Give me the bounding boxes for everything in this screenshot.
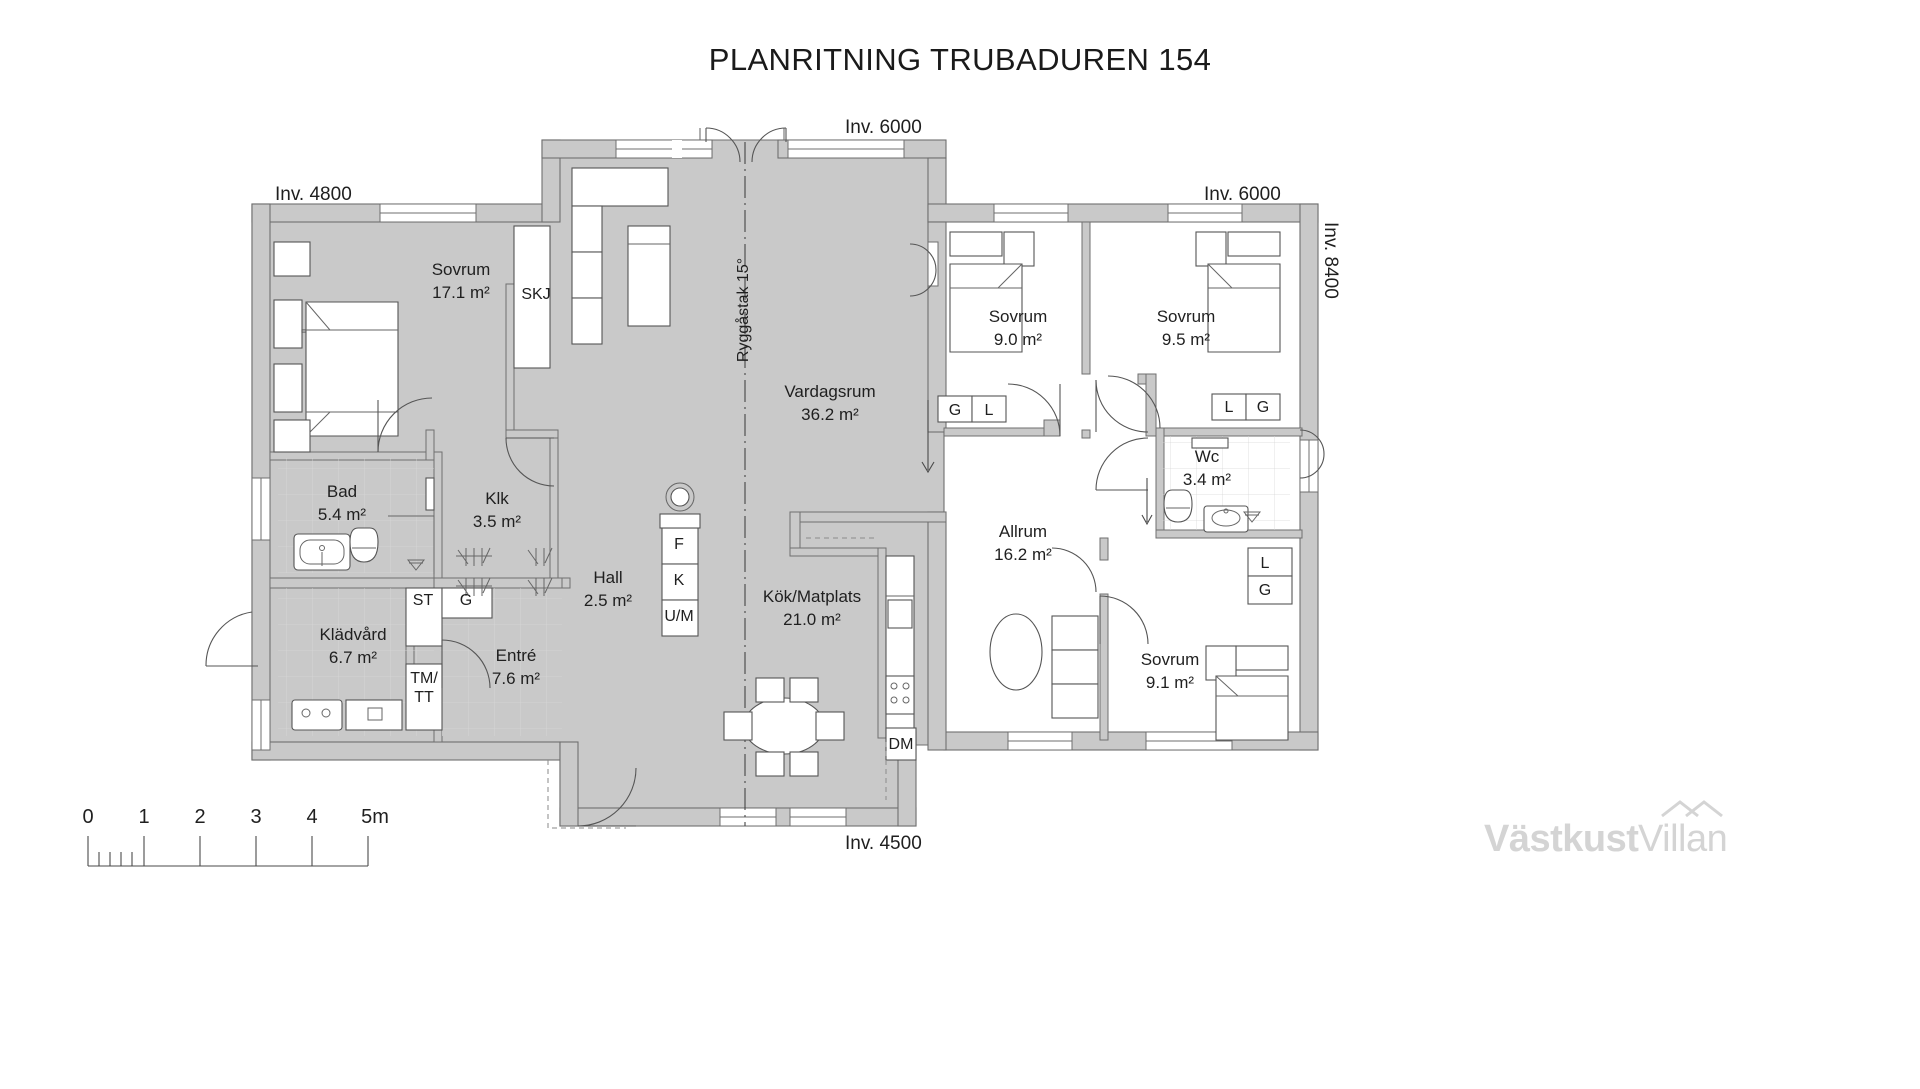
scale-tick-5: 5m — [361, 806, 389, 828]
svg-text:9.0 m²: 9.0 m² — [994, 330, 1043, 349]
svg-text:3.4 m²: 3.4 m² — [1183, 470, 1232, 489]
appliance-label-f: F — [674, 536, 684, 553]
appliance-label-dm: DM — [889, 736, 914, 753]
svg-text:Klk: Klk — [485, 489, 509, 508]
appliance-label-k: K — [674, 572, 685, 589]
interior-walls — [269, 221, 1303, 743]
scale-ruler — [87, 836, 369, 867]
svg-text:3.5 m²: 3.5 m² — [473, 512, 522, 531]
room-label-entre: Entré 7.6 m² — [492, 646, 541, 688]
room-label-hall: Hall 2.5 m² — [584, 568, 633, 610]
closet-label-st: ST — [413, 592, 434, 609]
closet-label-g-right2: G — [1259, 582, 1271, 599]
svg-text:Sovrum: Sovrum — [1141, 650, 1200, 669]
closet-label-g-right: G — [1257, 399, 1269, 416]
closet-label-tt: TT — [414, 689, 434, 706]
room-label-kok-matplats: Kök/Matplats 21.0 m² — [763, 587, 861, 629]
ridge-line: Ryggåstak 15° — [734, 142, 752, 826]
scale-tick-0: 0 — [82, 806, 93, 828]
dim-inv-4500: Inv. 4500 — [845, 833, 922, 854]
furniture-allrum — [989, 613, 1099, 719]
room-label-klk: Klk 3.5 m² — [473, 489, 522, 531]
svg-text:9.1 m²: 9.1 m² — [1146, 673, 1195, 692]
room-label-bad: Bad 5.4 m² — [318, 482, 367, 524]
furniture-wc — [1163, 437, 1262, 533]
scale-tick-3: 3 — [250, 806, 261, 828]
svg-text:Entré: Entré — [496, 646, 537, 665]
ridge-label: Ryggåstak 15° — [734, 258, 752, 362]
closet-label-l-right: L — [1225, 399, 1234, 416]
scale-tick-4: 4 — [306, 806, 317, 828]
brand-logo: Västkust Villan — [1484, 800, 1744, 870]
furniture-kladvard — [291, 587, 443, 731]
furniture-bad — [293, 477, 435, 574]
svg-text:Sovrum: Sovrum — [1157, 307, 1216, 326]
closet-label-l-right2: L — [1261, 555, 1270, 572]
svg-text:21.0 m²: 21.0 m² — [783, 610, 841, 629]
svg-text:7.6 m²: 7.6 m² — [492, 669, 541, 688]
room-label-sovrum-91: Sovrum 9.1 m² — [1141, 650, 1200, 692]
closet-labels: SKJ ST G TM/ TT F K U/M DM G L L G L G — [410, 286, 1271, 753]
page-title: PLANRITNING TRUBADUREN 154 — [708, 42, 1212, 77]
room-labels: Sovrum 17.1 m² Vardagsrum 36.2 m² Sovrum… — [318, 260, 1232, 692]
windows — [251, 139, 1319, 827]
room-label-allrum: Allrum 16.2 m² — [994, 522, 1052, 564]
furniture-skj — [513, 225, 551, 369]
svg-text:Bad: Bad — [327, 482, 357, 501]
furniture-sovrum-95 — [1195, 231, 1281, 421]
room-label-sovrum-17: Sovrum 17.1 m² — [432, 260, 491, 302]
dim-inv-6000-right: Inv. 6000 — [1204, 184, 1281, 205]
svg-text:Sovrum: Sovrum — [989, 307, 1048, 326]
svg-text:Hall: Hall — [593, 568, 622, 587]
furniture-sovrum-90 — [937, 231, 1035, 423]
scale-tick-2: 2 — [194, 806, 205, 828]
svg-text:17.1 m²: 17.1 m² — [432, 283, 490, 302]
svg-text:Vardagsrum: Vardagsrum — [784, 382, 875, 401]
closet-label-g-left: G — [949, 402, 961, 419]
dim-inv-4800: Inv. 4800 — [275, 184, 352, 205]
logo-text-villan: Villan — [1638, 818, 1728, 860]
svg-text:36.2 m²: 36.2 m² — [801, 405, 859, 424]
svg-text:Allrum: Allrum — [999, 522, 1047, 541]
svg-text:Wc: Wc — [1195, 447, 1220, 466]
svg-text:2.5 m²: 2.5 m² — [584, 591, 633, 610]
svg-text:Kök/Matplats: Kök/Matplats — [763, 587, 861, 606]
dim-inv-8400: Inv. 8400 — [1320, 222, 1341, 299]
closet-label-g-hall: G — [460, 592, 472, 609]
furniture-sovrum-17 — [273, 241, 399, 453]
svg-text:6.7 m²: 6.7 m² — [329, 648, 378, 667]
closet-label-tm: TM/ — [410, 670, 438, 687]
svg-text:16.2 m²: 16.2 m² — [994, 545, 1052, 564]
room-label-sovrum-90: Sovrum 9.0 m² — [989, 307, 1048, 349]
scale-bar: 0 1 2 3 4 5m — [82, 806, 389, 867]
svg-text:5.4 m²: 5.4 m² — [318, 505, 367, 524]
door-swings — [205, 127, 1325, 827]
furniture-hall — [441, 547, 553, 619]
furniture-vardagsrum — [571, 167, 671, 345]
appliance-label-um: U/M — [664, 608, 693, 625]
furniture-sovrum-91 — [1205, 547, 1293, 741]
room-label-sovrum-95: Sovrum 9.5 m² — [1157, 307, 1216, 349]
dim-inv-6000-top: Inv. 6000 — [845, 117, 922, 138]
room-label-kladvard: Klädvård 6.7 m² — [319, 625, 386, 667]
room-label-wc: Wc 3.4 m² — [1183, 447, 1232, 489]
scale-tick-1: 1 — [138, 806, 149, 828]
direction-arrows — [547, 400, 1153, 829]
logo-text-vastkust: Västkust — [1484, 818, 1639, 860]
svg-text:Klädvård: Klädvård — [319, 625, 386, 644]
svg-text:Sovrum: Sovrum — [432, 260, 491, 279]
closet-label-skj: SKJ — [521, 286, 550, 303]
furniture-kitchen — [659, 482, 917, 800]
logo-roof-icon — [1661, 800, 1723, 818]
svg-text:9.5 m²: 9.5 m² — [1162, 330, 1211, 349]
closet-label-l-left: L — [985, 402, 994, 419]
dimension-labels: Inv. 4800 Inv. 6000 Inv. 6000 Inv. 8400 … — [275, 117, 1341, 854]
room-label-vardagsrum: Vardagsrum 36.2 m² — [784, 382, 875, 424]
